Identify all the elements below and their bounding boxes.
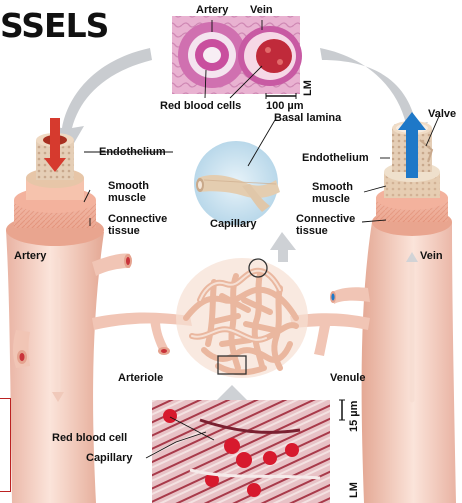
- bottom-capillary-label: Capillary: [86, 452, 132, 464]
- top-scale-label: 100 µm: [266, 100, 304, 112]
- artery-connective-tissue-label-line1: Connective: [108, 213, 167, 225]
- top-micrograph-lm-label: LM: [302, 80, 314, 96]
- artery-illustration: [6, 118, 132, 503]
- basal-lamina-label: Basal lamina: [274, 112, 341, 124]
- micrograph-artery-label: Artery: [196, 4, 228, 16]
- artery-endothelium-label: Endothelium: [99, 146, 166, 158]
- vein-connective-tissue-label-line2: tissue: [296, 225, 328, 237]
- arteriole-label: Arteriole: [118, 372, 163, 384]
- page-title: SSELS: [0, 6, 108, 45]
- red-blood-cell-label: Red blood cell: [52, 432, 127, 444]
- inset-pointer-arrow: [270, 232, 296, 262]
- vein-name-label: Vein: [420, 250, 443, 262]
- venule-label: Venule: [330, 372, 365, 384]
- micrograph-vein-label: Vein: [250, 4, 273, 16]
- bottom-scale-label: 15 µm: [348, 401, 360, 432]
- vein-illustration: [330, 112, 456, 503]
- artery-smooth-muscle-label-line1: Smooth: [108, 180, 149, 192]
- vein-endothelium-label: Endothelium: [302, 152, 369, 164]
- artery-name-label: Artery: [14, 250, 46, 262]
- vein-connective-tissue-label-line1: Connective: [296, 213, 355, 225]
- red-blood-cells-label: Red blood cells: [160, 100, 241, 112]
- artery-smooth-muscle-label-line2: muscle: [108, 192, 146, 204]
- vein-smooth-muscle-label-line1: Smooth: [312, 181, 353, 193]
- bottom-micrograph: [152, 400, 330, 503]
- top-micrograph: [172, 16, 302, 94]
- valve-label: Valve: [428, 108, 456, 120]
- capillary-inset: [194, 141, 280, 225]
- capillary-inset-label: Capillary: [210, 218, 256, 230]
- capillary-bed: [176, 258, 308, 378]
- bottom-micrograph-lm-label: LM: [348, 482, 360, 498]
- artery-connective-tissue-label-line2: tissue: [108, 225, 140, 237]
- vein-smooth-muscle-label-line2: muscle: [312, 193, 350, 205]
- left-edge-frame: [0, 398, 11, 492]
